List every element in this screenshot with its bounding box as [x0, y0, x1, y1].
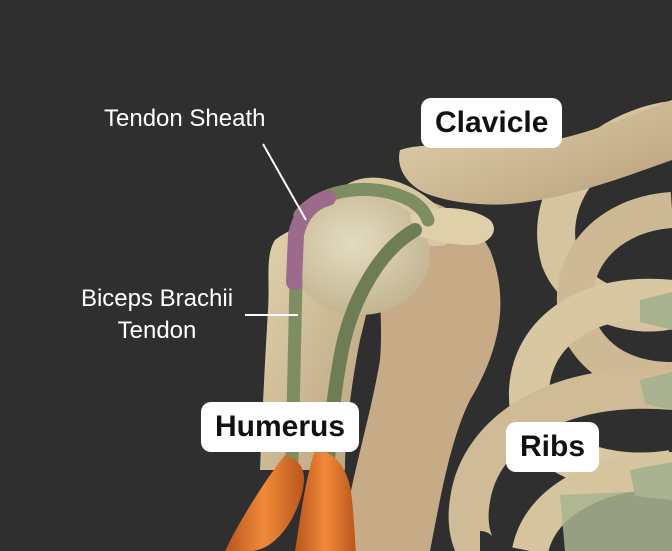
tendon-sheath-label: Tendon Sheath [104, 105, 266, 132]
humerus-label: Humerus [201, 402, 360, 452]
biceps-label-line-1: Biceps Brachii [80, 285, 234, 312]
ribs [448, 101, 672, 551]
ribs-label: Ribs [506, 422, 600, 472]
tendon-sheath-leader-line [262, 143, 307, 221]
humeral-head [290, 195, 430, 315]
clavicle-label: Clavicle [421, 98, 563, 148]
tendon-sheath [286, 190, 336, 290]
biceps-brachii-tendon-label: Biceps Brachii Tendon [72, 284, 242, 346]
biceps-muscle [225, 450, 356, 551]
clavicle-bone [399, 100, 672, 205]
biceps-label-line-2: Tendon [117, 317, 197, 344]
